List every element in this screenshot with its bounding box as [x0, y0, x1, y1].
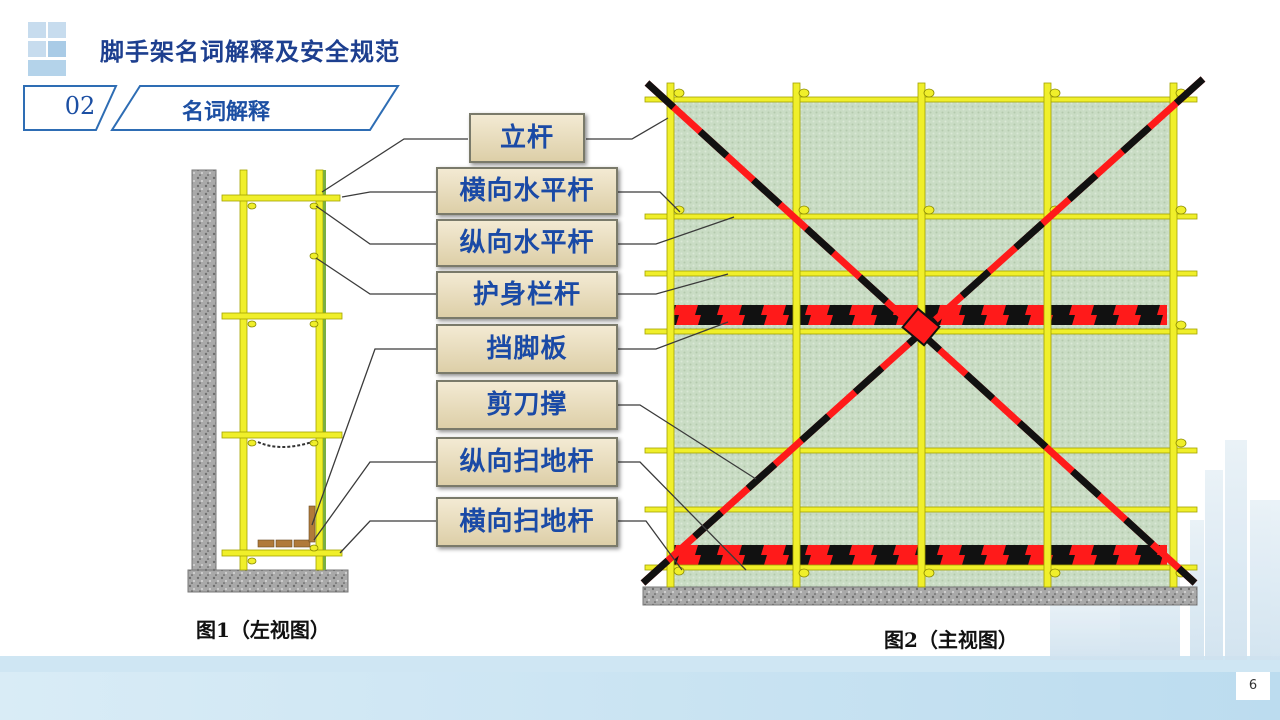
- page-number: 6: [1236, 672, 1270, 700]
- label-guardrail: 护身栏杆: [436, 271, 618, 319]
- caption-figure-1: 图1（左视图）: [196, 614, 330, 643]
- label-longitudinal-horizontal-bar: 纵向水平杆: [436, 219, 618, 267]
- label-longitudinal-sweep-bar: 纵向扫地杆: [436, 437, 618, 487]
- label-cross-brace: 剪刀撑: [436, 380, 618, 430]
- label-transverse-horizontal-bar: 横向水平杆: [436, 167, 618, 215]
- label-toe-board: 挡脚板: [436, 324, 618, 374]
- label-transverse-sweep-bar: 横向扫地杆: [436, 497, 618, 547]
- label-vertical-pole: 立杆: [469, 113, 585, 163]
- caption-figure-2: 图2（主视图）: [884, 624, 1018, 653]
